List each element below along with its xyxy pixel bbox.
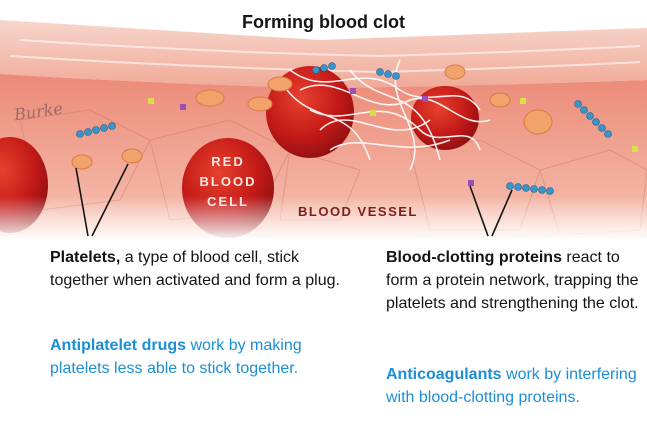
label-line: RED <box>186 152 270 172</box>
caption-term: Antiplatelet drugs <box>50 337 186 354</box>
platelets-caption: Platelets, a type of blood cell, stick t… <box>50 246 350 292</box>
illustration-fade <box>0 196 647 242</box>
clotting-proteins-caption: Blood-clotting proteins react to form a … <box>386 246 644 315</box>
antiplatelet-caption: Antiplatelet drugs work by making platel… <box>50 334 330 380</box>
red-blood-cell-label: RED BLOOD CELL <box>186 152 270 212</box>
caption-term: Platelets, <box>50 249 120 266</box>
caption-term: Blood-clotting proteins <box>386 249 562 266</box>
caption-term: Anticoagulants <box>386 366 502 383</box>
anticoagulants-caption: Anticoagulants work by interfering with … <box>386 363 644 409</box>
label-line: CELL <box>186 192 270 212</box>
label-line: BLOOD <box>186 172 270 192</box>
diagram-title: Forming blood clot <box>0 12 647 33</box>
blood-vessel-label: BLOOD VESSEL <box>298 204 418 219</box>
